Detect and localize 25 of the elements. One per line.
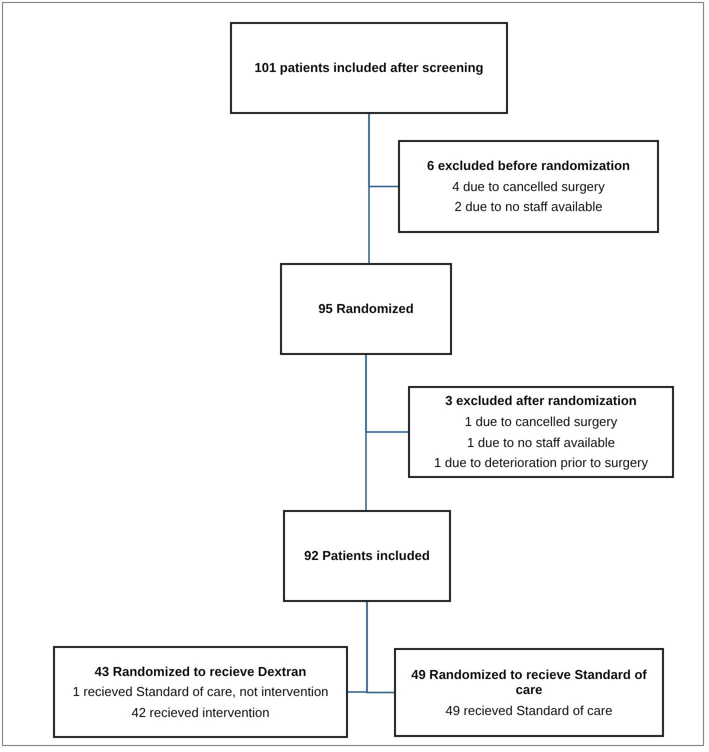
connector-line xyxy=(365,355,408,433)
box-heading: 3 excluded after randomization xyxy=(445,393,637,409)
box-text: 1 recieved Standard of care, not intervention xyxy=(72,684,328,700)
box-text: 1 due to cancelled surgery xyxy=(464,414,618,430)
process-box xyxy=(394,648,664,737)
box-heading: 49 Randomized to recieve Standard of care xyxy=(410,666,648,698)
box-text: 1 due to no staff available xyxy=(467,434,615,450)
process-box xyxy=(280,263,452,355)
box-heading: 95 Randomized xyxy=(318,301,414,317)
process-box xyxy=(53,646,348,738)
connector-line xyxy=(368,114,398,188)
box-heading: 92 Patients included xyxy=(304,548,430,564)
box-text: 1 due to deterioration prior to surgery xyxy=(434,455,648,471)
process-box xyxy=(408,386,674,478)
box-text: 4 due to cancelled surgery xyxy=(452,178,605,194)
box-heading: 101 patients included after screening xyxy=(254,60,484,76)
box-text: 2 due to no staff available xyxy=(454,199,602,215)
box-heading: 6 excluded before randomization xyxy=(427,158,630,174)
process-box xyxy=(283,510,451,602)
box-heading: 43 Randomized to recieve Dextran xyxy=(94,664,306,680)
connector-line xyxy=(366,602,394,694)
box-text: 49 recieved Standard of care xyxy=(446,702,612,718)
process-box xyxy=(398,140,659,233)
process-box xyxy=(230,22,508,114)
box-text: 42 recieved intervention xyxy=(131,704,270,720)
